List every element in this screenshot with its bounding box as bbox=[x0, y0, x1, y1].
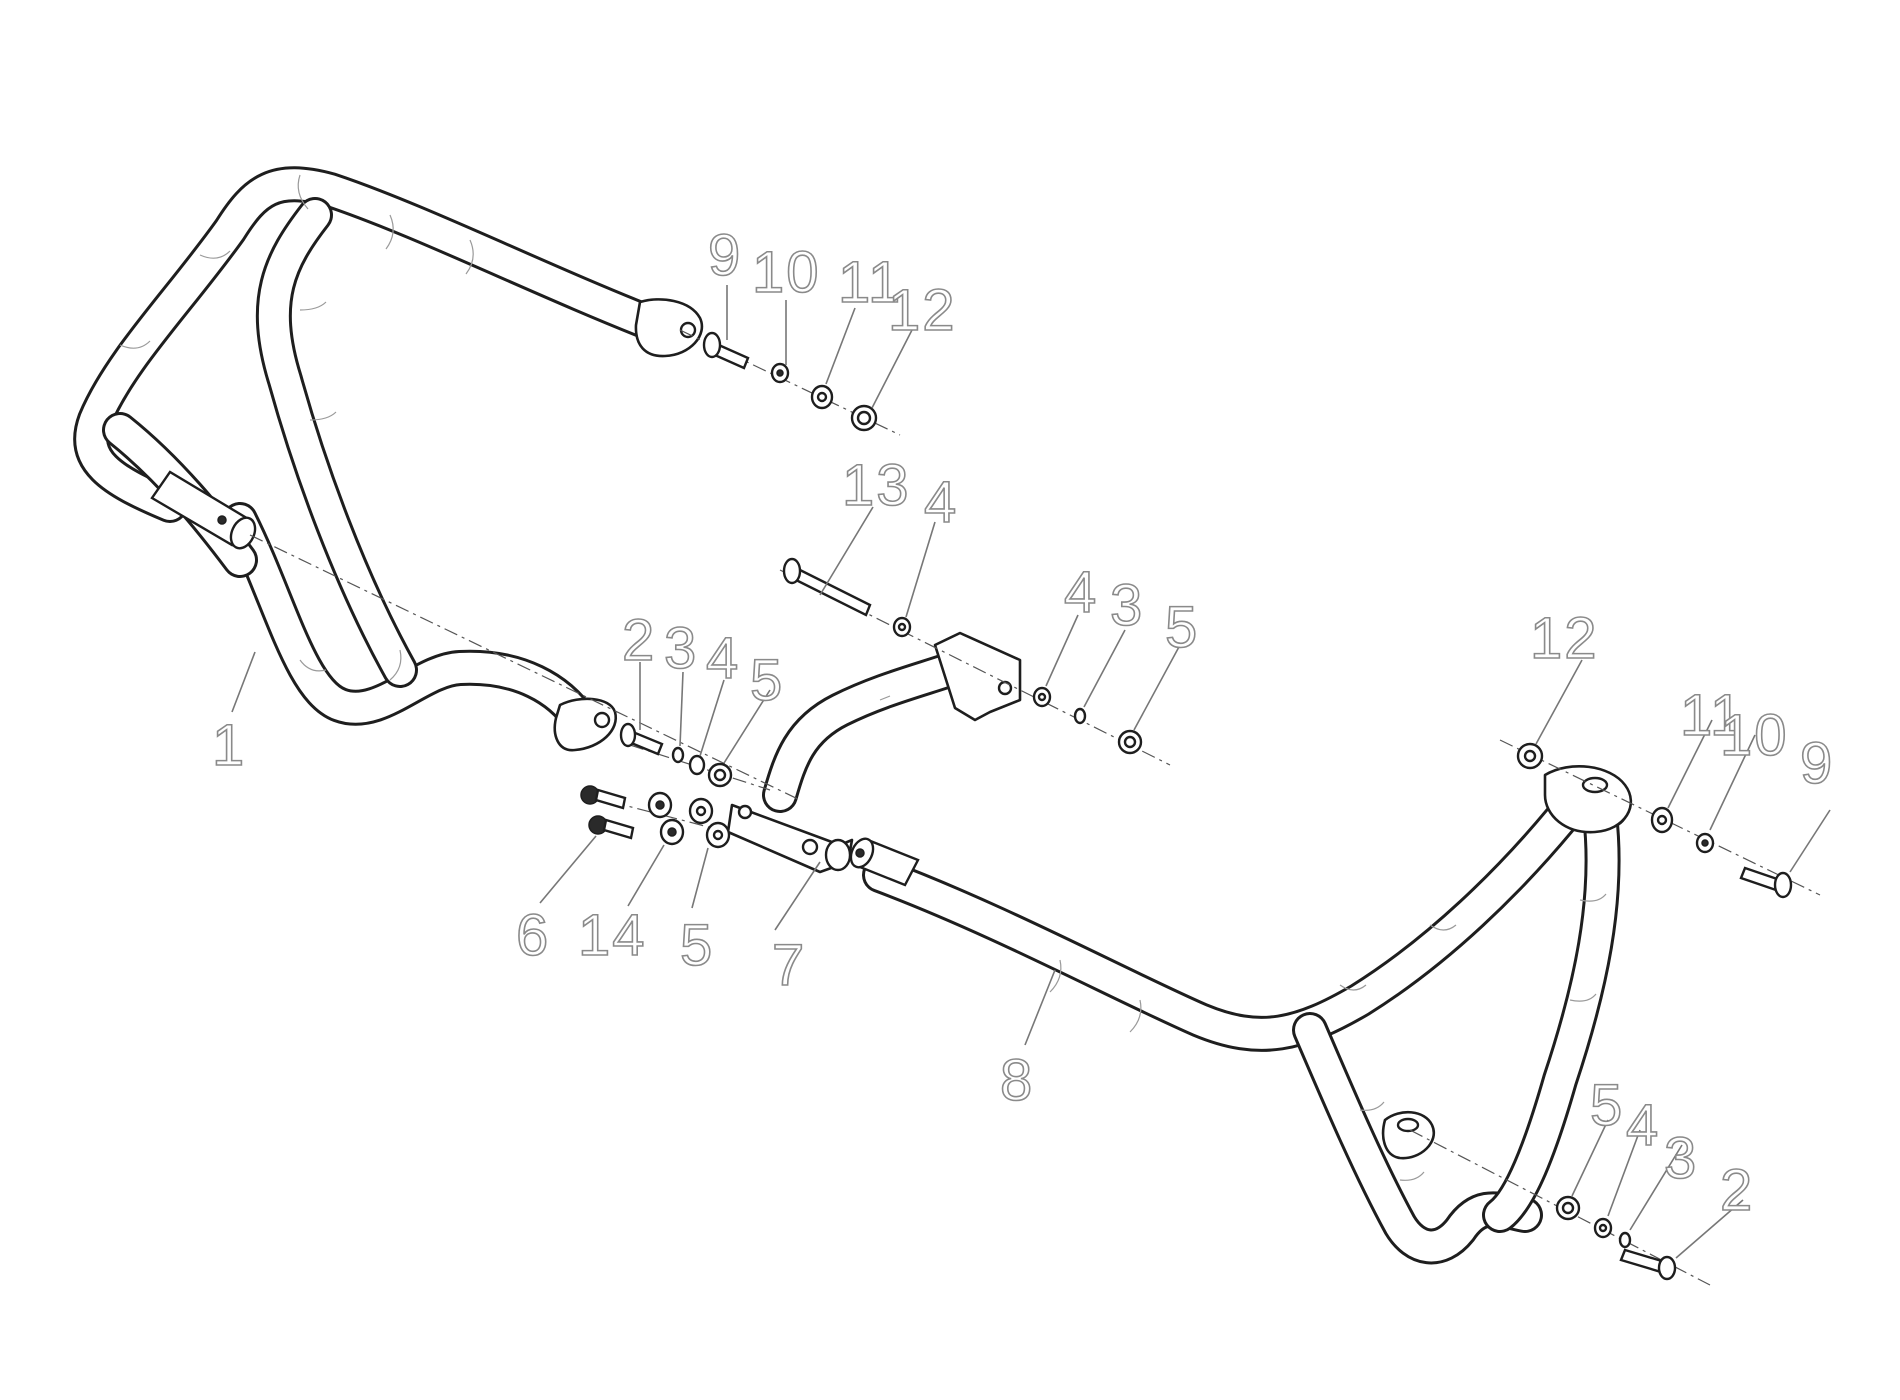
nut-12-upper bbox=[850, 404, 878, 432]
bolt-13 bbox=[782, 557, 872, 617]
bolt-9-upper bbox=[702, 331, 750, 370]
part-8-right-crash-bar bbox=[849, 764, 1633, 1265]
callout-3-lower: 3 bbox=[1664, 1126, 1698, 1191]
callout-3-right: 3 bbox=[1110, 573, 1144, 638]
callout-13: 13 bbox=[842, 453, 911, 518]
callout-3-left: 3 bbox=[664, 616, 698, 681]
part-8-upper-mount-pad bbox=[1543, 764, 1633, 834]
callout-8: 8 bbox=[1000, 1048, 1034, 1113]
bolt-2-left bbox=[619, 722, 664, 756]
nut-5-right bbox=[1117, 729, 1143, 755]
callout-5-right: 5 bbox=[1165, 595, 1199, 660]
callout-4-left: 4 bbox=[706, 626, 740, 691]
callouts: 9 10 11 12 13 4 4 3 5 2 3 4 5 1 6 14 5 7… bbox=[211, 222, 1834, 1224]
nut-5-left bbox=[707, 762, 733, 788]
bolt-2-lower bbox=[1619, 1248, 1677, 1281]
hardware-bracket-bolts bbox=[580, 785, 731, 849]
part-1-lower-mount-pad bbox=[553, 697, 618, 752]
nut-5-lower bbox=[1555, 1195, 1581, 1221]
callout-12-top: 12 bbox=[888, 278, 957, 343]
washer-4-left bbox=[688, 754, 706, 776]
part-1-mount-stub bbox=[150, 470, 257, 550]
callout-4-right: 4 bbox=[1064, 560, 1098, 625]
callout-5-bottom: 5 bbox=[680, 913, 714, 978]
leader-lines bbox=[231, 285, 1831, 1259]
callout-5-lower: 5 bbox=[1590, 1073, 1624, 1138]
callout-10-right: 10 bbox=[1720, 703, 1789, 768]
callout-2-left: 2 bbox=[622, 608, 656, 673]
callout-10-top: 10 bbox=[752, 240, 821, 305]
hardware-center-bolt bbox=[782, 557, 1143, 755]
nut-12-right bbox=[1516, 742, 1544, 770]
callout-9-top: 9 bbox=[708, 223, 742, 288]
lockwasher-3-lower bbox=[1618, 1231, 1632, 1249]
hardware-upper-right-mount bbox=[1516, 742, 1793, 899]
callout-4-lower: 4 bbox=[1626, 1093, 1660, 1158]
callout-11-top: 11 bbox=[838, 250, 902, 315]
callout-5-left: 5 bbox=[750, 648, 784, 713]
part-8-lower-mount-pad bbox=[1381, 1111, 1435, 1160]
callout-12-right: 12 bbox=[1530, 606, 1599, 671]
hardware-upper-left-mount bbox=[702, 331, 878, 432]
callout-7: 7 bbox=[772, 933, 806, 998]
bolt-6-upper bbox=[580, 785, 627, 810]
part-1-upper-mount-pad bbox=[634, 298, 704, 358]
callout-6: 6 bbox=[516, 903, 550, 968]
callout-14: 14 bbox=[578, 903, 647, 968]
callout-2-lower: 2 bbox=[1720, 1158, 1754, 1223]
part-8-mount-stub bbox=[849, 837, 920, 887]
hardware-lower-right-mount bbox=[1555, 1195, 1677, 1281]
lockwasher-3-left bbox=[671, 746, 685, 764]
callout-11-right: 11 bbox=[1680, 683, 1744, 748]
callout-4-mid: 4 bbox=[924, 470, 958, 535]
callout-1: 1 bbox=[212, 713, 246, 778]
lockwasher-3-right bbox=[1073, 707, 1087, 725]
part-7-center-bracket bbox=[726, 631, 1022, 874]
bolt-9-right bbox=[1739, 866, 1793, 899]
bolt-6-lower bbox=[588, 815, 635, 840]
part-1-left-crash-bar bbox=[73, 166, 704, 752]
callout-9-right: 9 bbox=[1800, 731, 1834, 796]
hardware-lower-left-mount bbox=[619, 722, 733, 788]
